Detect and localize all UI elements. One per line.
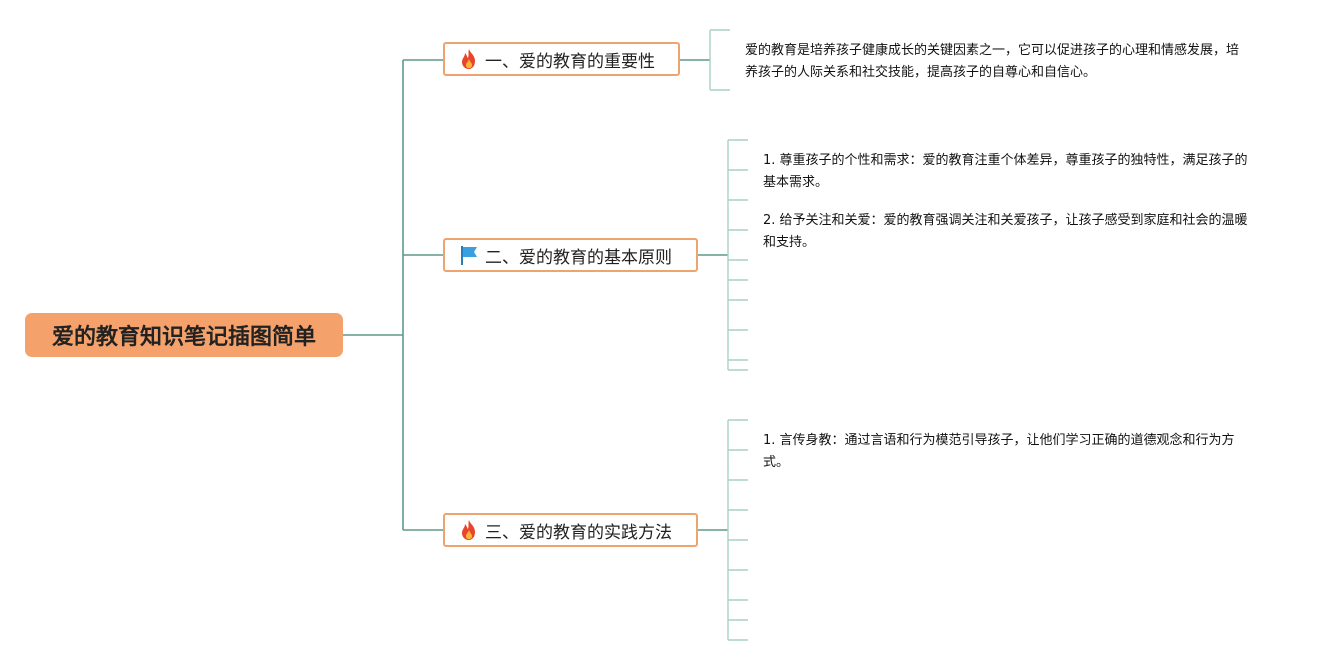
note-principle-2: 2. 给予关注和关爱：爱的教育强调关注和关爱孩子，让孩子感受到家庭和社会的温暖和… bbox=[763, 213, 1248, 250]
branch-label: 二、爱的教育的基本原则 bbox=[485, 247, 672, 268]
note-practice-1: 1. 言传身教：通过言语和行为模范引导孩子，让他们学习正确的道德观念和行为方式。 bbox=[763, 433, 1235, 470]
branch-label: 一、爱的教育的重要性 bbox=[485, 51, 655, 72]
flag-icon bbox=[459, 244, 479, 266]
branch-topic-practice[interactable]: 三、爱的教育的实践方法 bbox=[443, 513, 698, 547]
branch-label: 三、爱的教育的实践方法 bbox=[485, 522, 672, 543]
fire-icon bbox=[459, 48, 479, 70]
fire-icon bbox=[459, 519, 479, 541]
note-bracket-1 bbox=[709, 29, 730, 91]
note-bracket-3 bbox=[727, 419, 748, 641]
note-principle-1: 1. 尊重孩子的个性和需求：爱的教育注重个体差异，尊重孩子的独特性，满足孩子的基… bbox=[763, 153, 1248, 190]
note-importance: 爱的教育是培养孩子健康成长的关键因素之一，它可以促进孩子的心理和情感发展，培养孩… bbox=[745, 43, 1240, 80]
branch-topic-importance[interactable]: 一、爱的教育的重要性 bbox=[443, 42, 680, 76]
note-bracket-2 bbox=[727, 139, 748, 371]
root-topic-title: 爱的教育知识笔记插图简单 bbox=[51, 325, 316, 350]
branch-topic-principles[interactable]: 二、爱的教育的基本原则 bbox=[443, 238, 698, 272]
root-topic[interactable]: 爱的教育知识笔记插图简单 bbox=[25, 313, 343, 357]
